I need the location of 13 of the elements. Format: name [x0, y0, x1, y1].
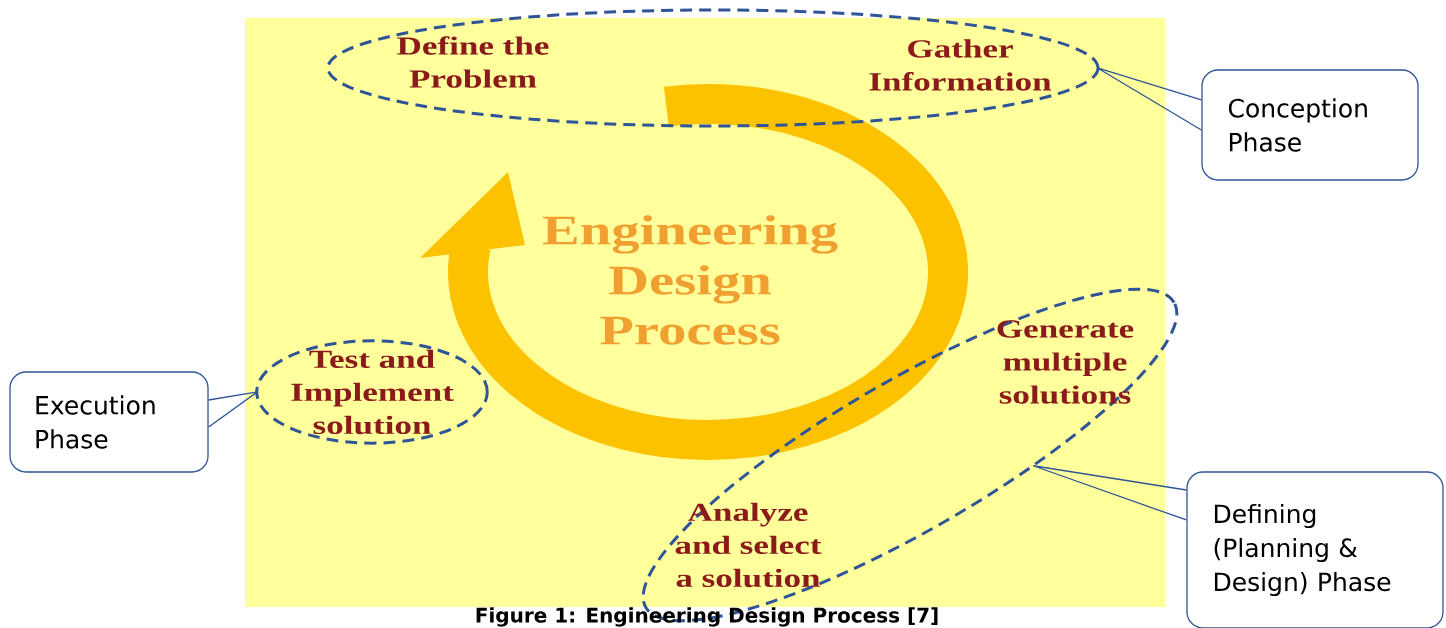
callout-box: Conception Phase: [1201, 69, 1419, 181]
step-label: Analyze and select a solution: [675, 502, 822, 588]
dashed-ellipse: [326, 8, 1100, 128]
callout-box: Defining (Planning & Design) Phase: [1186, 471, 1444, 628]
step-label: Define the Problem: [397, 36, 549, 88]
step-label: Gather Information: [869, 39, 1052, 91]
callout-pointer: [1096, 67, 1202, 131]
callout-pointer: [1032, 465, 1187, 521]
callout-box: Execution Phase: [9, 371, 209, 473]
step-label: Generate multiple solutions: [997, 320, 1134, 404]
figure-caption: Figure 1: Engineering Design Process [7]: [476, 607, 938, 627]
center-title: Engineering Design Process: [542, 215, 838, 345]
callout-pointer: [208, 391, 258, 428]
